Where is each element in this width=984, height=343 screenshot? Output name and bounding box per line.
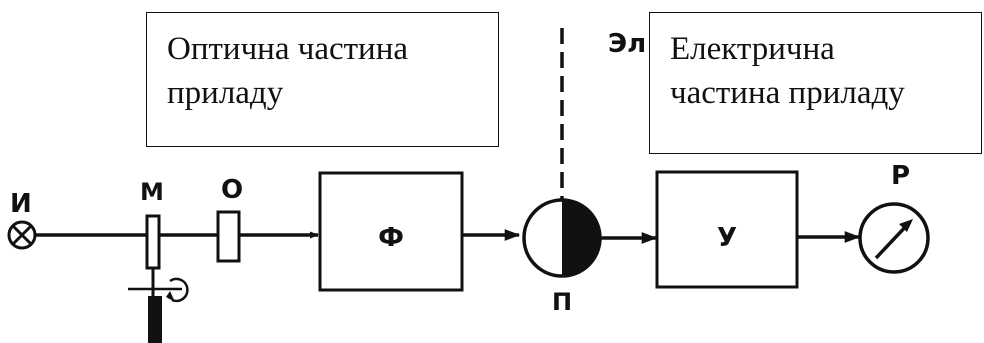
recorder-label: Р — [891, 161, 910, 191]
optical-part-caption: Оптична частина приладу — [146, 12, 499, 147]
modulator-label: М — [140, 178, 164, 206]
amplifier-block — [655, 170, 799, 289]
source-lamp-icon — [7, 220, 37, 250]
object-sample — [216, 210, 241, 263]
rotation-arrow-icon — [166, 277, 189, 303]
electrical-caption-line-2: частина приладу — [670, 75, 905, 111]
optical-caption-line-1: Оптична частина — [167, 31, 409, 67]
electrical-caption-line-1: Електрична — [670, 31, 835, 67]
optical-caption-line-2: приладу — [167, 75, 284, 111]
photodetector-label: П — [552, 288, 572, 316]
source-label: И — [10, 189, 32, 219]
photodetector-icon — [522, 198, 602, 278]
amplifier-label: У — [717, 223, 737, 253]
object-label: О — [221, 175, 243, 205]
gauge-icon — [858, 202, 930, 274]
filter-label: Ф — [378, 223, 404, 253]
electrical-part-caption: Електрична частина приладу — [649, 12, 982, 154]
filter-block — [318, 171, 464, 292]
partial-heading-label: Эл — [608, 29, 646, 59]
modulator-disk — [128, 214, 182, 343]
